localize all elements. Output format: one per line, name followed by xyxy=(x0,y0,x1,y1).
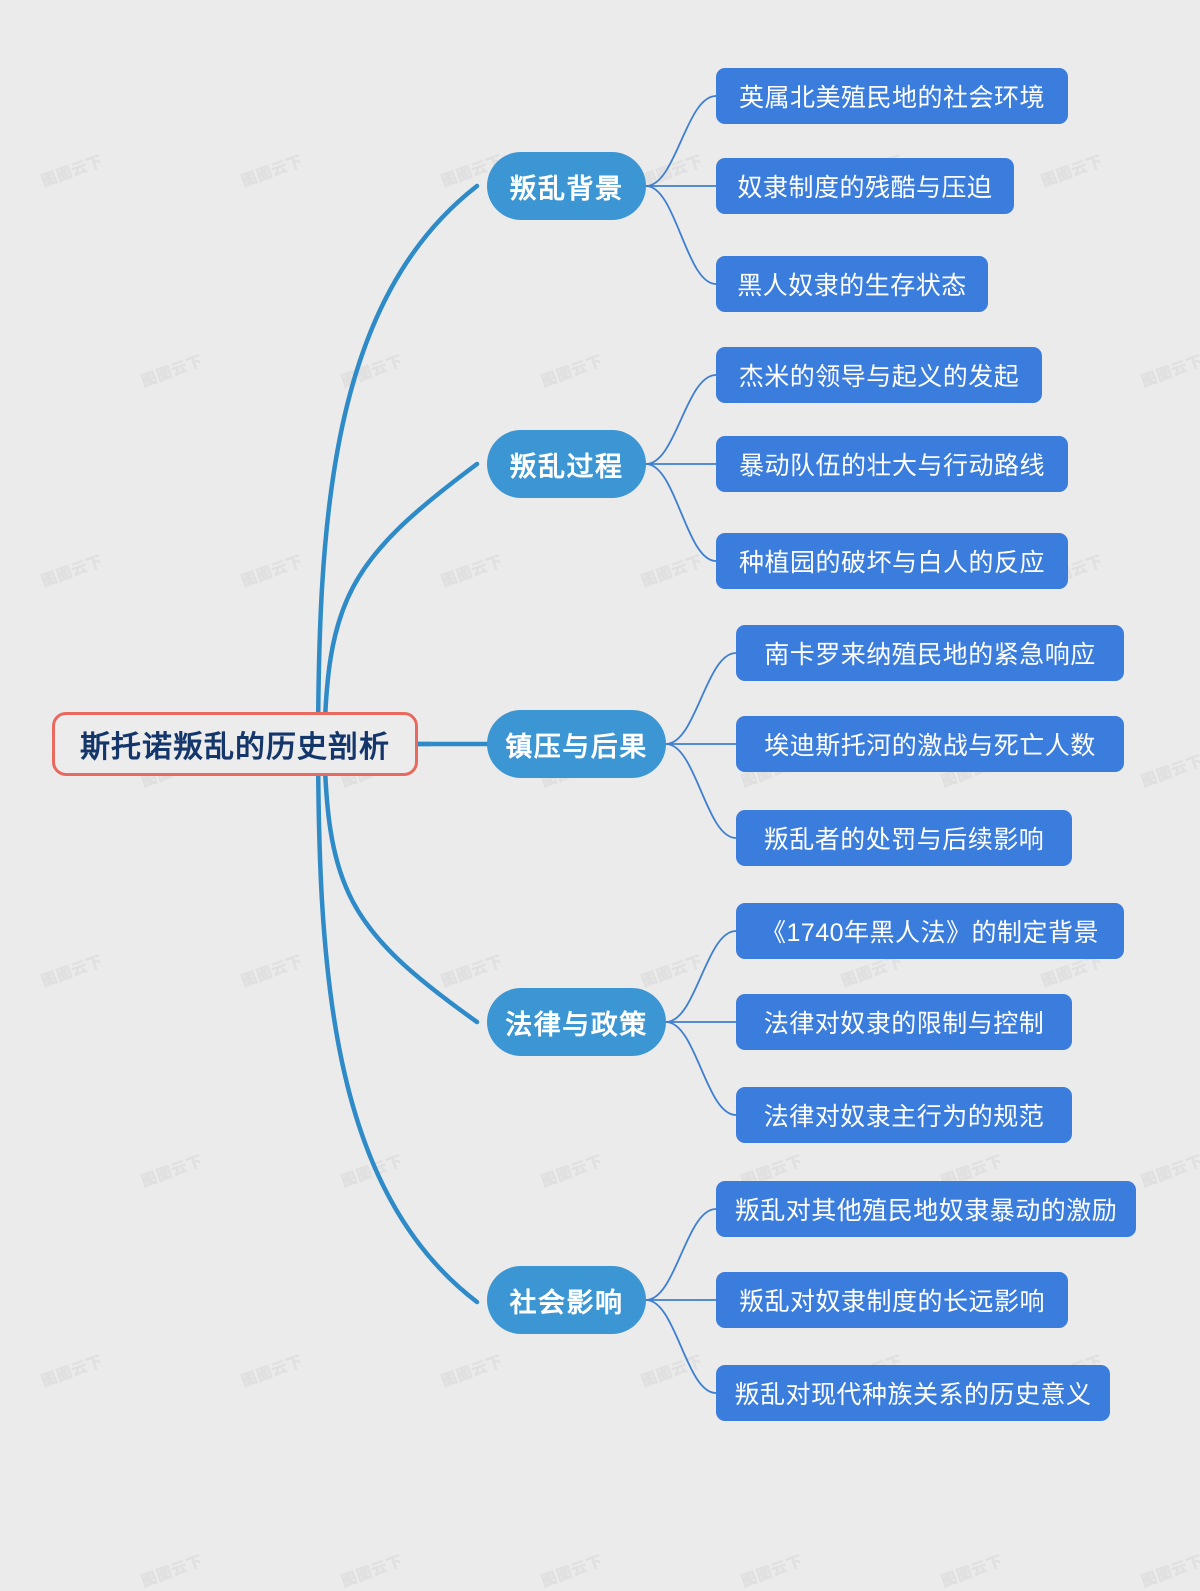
branch-node-pan-luan-bei-jing[interactable]: 叛乱背景 xyxy=(487,152,646,220)
watermark-text: 图图云下 xyxy=(139,352,206,391)
watermark-text: 图图云下 xyxy=(1139,1552,1200,1591)
leaf-node-0-0[interactable]: 英属北美殖民地的社会环境 xyxy=(716,68,1068,124)
branch-node-label: 叛乱过程 xyxy=(509,451,624,482)
twig-edge-2-0 xyxy=(665,652,737,745)
watermark-text: 图图云下 xyxy=(439,552,506,591)
leaf-node-4-0[interactable]: 叛乱对其他殖民地奴隶暴动的激励 xyxy=(716,1181,1136,1237)
branch-node-fa-lv-yu-zheng-ce[interactable]: 法律与政策 xyxy=(487,988,666,1056)
branch-node-zhen-ya-yu-hou-guo[interactable]: 镇压与后果 xyxy=(487,710,666,778)
leaf-node-label: 种植园的破坏与白人的反应 xyxy=(738,549,1045,577)
watermark-text: 图图云下 xyxy=(39,952,106,991)
leaf-node-4-1[interactable]: 叛乱对奴隶制度的长远影响 xyxy=(716,1272,1068,1328)
watermark-text: 图图云下 xyxy=(339,1152,406,1191)
twig-edge-2-2 xyxy=(665,743,737,839)
leaf-node-3-2[interactable]: 法律对奴隶主行为的规范 xyxy=(736,1087,1072,1143)
root-node-label: 斯托诺叛乱的历史剖析 xyxy=(80,731,390,764)
watermark-text: 图图云下 xyxy=(39,1352,106,1391)
watermark-text: 图图云下 xyxy=(639,952,706,991)
leaf-node-label: 叛乱对其他殖民地奴隶暴动的激励 xyxy=(734,1197,1118,1225)
watermark-text: 图图云下 xyxy=(1139,352,1200,391)
leaf-node-2-0[interactable]: 南卡罗来纳殖民地的紧急响应 xyxy=(736,625,1124,681)
watermark-text: 图图云下 xyxy=(0,352,6,391)
twig-edge-1-0 xyxy=(645,374,717,465)
leaf-node-4-2[interactable]: 叛乱对现代种族关系的历史意义 xyxy=(716,1365,1110,1421)
watermark-text: 图图云下 xyxy=(0,752,6,791)
branch-node-pan-luan-guo-cheng[interactable]: 叛乱过程 xyxy=(487,430,646,498)
watermark-text: 图图云下 xyxy=(1139,752,1200,791)
leaf-node-label: 南卡罗来纳殖民地的紧急响应 xyxy=(764,641,1096,669)
branch-node-label: 叛乱背景 xyxy=(509,173,624,204)
leaf-node-label: 叛乱对奴隶制度的长远影响 xyxy=(738,1288,1045,1316)
watermark-text: 图图云下 xyxy=(639,1352,706,1391)
leaf-node-label: 叛乱者的处罚与后续影响 xyxy=(763,826,1045,854)
leaf-node-label: 叛乱对现代种族关系的历史意义 xyxy=(734,1381,1092,1409)
watermark-text: 图图云下 xyxy=(539,1552,606,1591)
watermark-text: 图图云下 xyxy=(1139,1152,1200,1191)
watermark-text: 图图云下 xyxy=(239,552,306,591)
twig-edge-1-2 xyxy=(645,463,717,562)
mindmap-canvas: 图图云下图图云下图图云下图图云下图图云下图图云下图图云下图图云下图图云下图图云下… xyxy=(0,68,1200,1591)
branch-node-label: 法律与政策 xyxy=(505,1009,648,1040)
twig-edge-3-0 xyxy=(665,930,737,1023)
leaf-node-label: 法律对奴隶的限制与控制 xyxy=(763,1010,1045,1038)
watermark-text: 图图云下 xyxy=(39,552,106,591)
root-node[interactable]: 斯托诺叛乱的历史剖析 xyxy=(52,712,418,776)
watermark-text: 图图云下 xyxy=(0,1552,6,1591)
twig-edge-4-0 xyxy=(645,1208,717,1301)
watermark-text: 图图云下 xyxy=(139,1152,206,1191)
leaf-node-label: 《1740年黑人法》的制定背景 xyxy=(760,919,1100,947)
leaf-node-label: 法律对奴隶主行为的规范 xyxy=(763,1103,1045,1131)
leaf-node-0-2[interactable]: 黑人奴隶的生存状态 xyxy=(716,256,988,312)
leaf-node-label: 暴动队伍的壮大与行动路线 xyxy=(738,452,1045,480)
watermark-text: 图图云下 xyxy=(239,1352,306,1391)
leaf-node-2-1[interactable]: 埃迪斯托河的激战与死亡人数 xyxy=(736,716,1124,772)
leaf-node-label: 埃迪斯托河的激战与死亡人数 xyxy=(764,732,1096,760)
branch-node-label: 社会影响 xyxy=(509,1287,624,1318)
trunk-curve-0 xyxy=(315,183,480,763)
watermark-text: 图图云下 xyxy=(639,552,706,591)
leaf-node-label: 杰米的领导与起义的发起 xyxy=(738,363,1020,391)
watermark-text: 图图云下 xyxy=(639,152,706,191)
twig-edge-0-2 xyxy=(645,185,717,285)
leaf-node-1-1[interactable]: 暴动队伍的壮大与行动路线 xyxy=(716,436,1068,492)
watermark-text: 图图云下 xyxy=(439,952,506,991)
leaf-node-3-0[interactable]: 《1740年黑人法》的制定背景 xyxy=(736,903,1124,959)
watermark-text: 图图云下 xyxy=(539,352,606,391)
leaf-node-label: 黑人奴隶的生存状态 xyxy=(737,272,967,300)
watermark-text: 图图云下 xyxy=(339,352,406,391)
watermark-text: 图图云下 xyxy=(239,152,306,191)
twig-edge-0-0 xyxy=(645,95,717,187)
watermark-text: 图图云下 xyxy=(1039,152,1106,191)
branch-node-she-hui-ying-xiang[interactable]: 社会影响 xyxy=(487,1266,646,1334)
trunk-curve-4 xyxy=(315,725,480,1305)
watermark-text: 图图云下 xyxy=(339,1552,406,1591)
watermark-text: 图图云下 xyxy=(539,1152,606,1191)
leaf-node-2-2[interactable]: 叛乱者的处罚与后续影响 xyxy=(736,810,1072,866)
leaf-node-3-1[interactable]: 法律对奴隶的限制与控制 xyxy=(736,994,1072,1050)
leaf-node-1-0[interactable]: 杰米的领导与起义的发起 xyxy=(716,347,1042,403)
leaf-node-label: 奴隶制度的残酷与压迫 xyxy=(737,174,993,202)
twig-edge-4-2 xyxy=(645,1299,717,1394)
watermark-text: 图图云下 xyxy=(0,1152,6,1191)
watermark-text: 图图云下 xyxy=(239,952,306,991)
leaf-node-1-2[interactable]: 种植园的破坏与白人的反应 xyxy=(716,533,1068,589)
branch-node-label: 镇压与后果 xyxy=(505,731,648,762)
watermark-text: 图图云下 xyxy=(39,152,106,191)
watermark-text: 图图云下 xyxy=(739,1552,806,1591)
watermark-text: 图图云下 xyxy=(439,1352,506,1391)
watermark-text: 图图云下 xyxy=(939,1552,1006,1591)
watermark-text: 图图云下 xyxy=(139,1552,206,1591)
leaf-node-label: 英属北美殖民地的社会环境 xyxy=(738,84,1045,112)
leaf-node-0-1[interactable]: 奴隶制度的残酷与压迫 xyxy=(716,158,1014,214)
twig-edge-3-2 xyxy=(665,1021,737,1116)
